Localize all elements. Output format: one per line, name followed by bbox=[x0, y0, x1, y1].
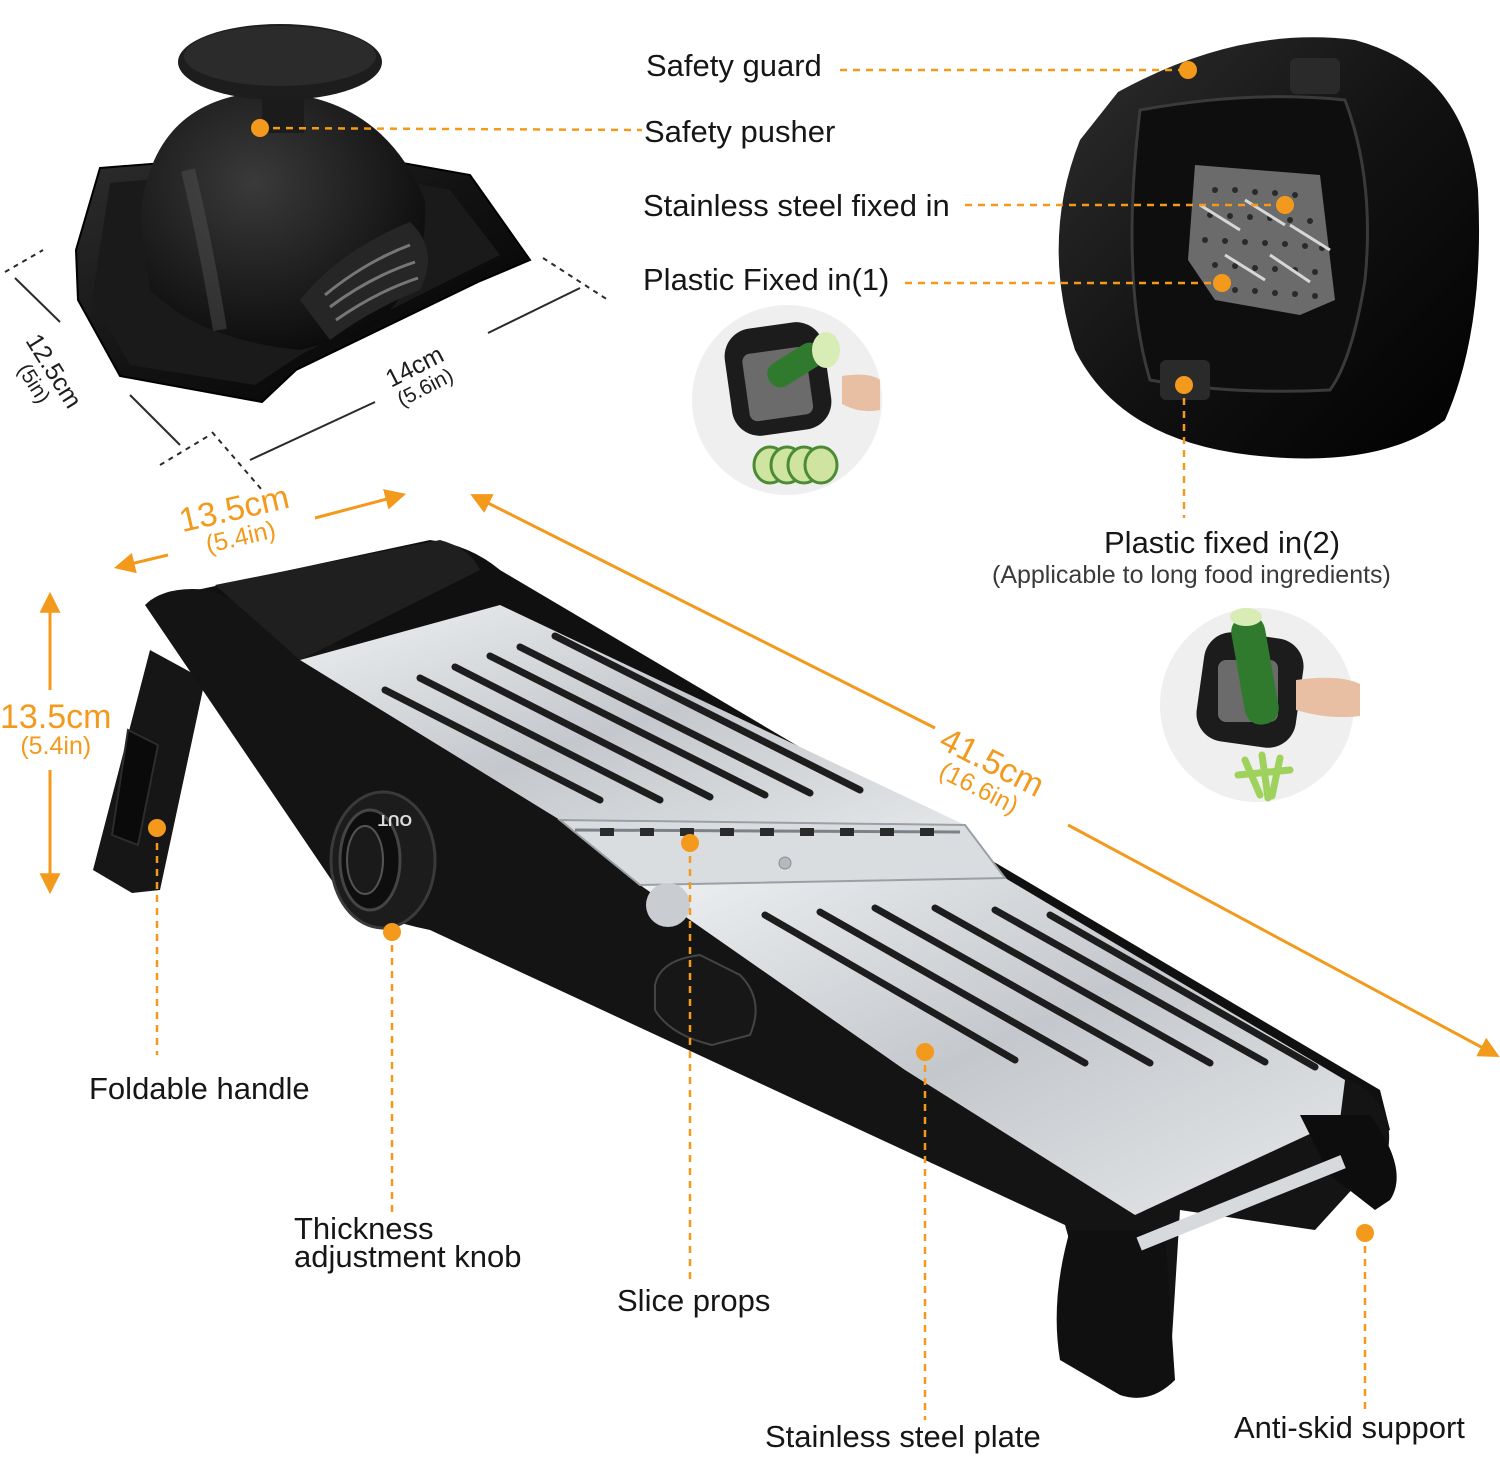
label-plastic-fixed-in-2-note: (Applicable to long food ingredients) bbox=[992, 561, 1391, 589]
dot-foldable-handle bbox=[148, 819, 166, 837]
dim-slicer-height-cm: 13.5cm bbox=[0, 698, 112, 736]
label-foldable-handle: Foldable handle bbox=[89, 1071, 310, 1106]
label-thickness-knob-line1: Thickness bbox=[294, 1211, 434, 1246]
pusher-stem bbox=[262, 95, 304, 133]
inset-plastic-fixed-in-1 bbox=[692, 305, 882, 495]
pusher-grip-line-1 bbox=[324, 243, 411, 297]
dot-plastic-fixed-in-1 bbox=[1213, 274, 1231, 292]
dot-safety-pusher bbox=[251, 119, 269, 137]
pusher-dome-highlight bbox=[181, 168, 227, 332]
dot-slice-props bbox=[681, 834, 699, 852]
dot-stainless-plate bbox=[916, 1043, 934, 1061]
anti-skid-leg-left bbox=[1056, 1230, 1175, 1398]
guard-top-clip bbox=[1290, 58, 1340, 94]
label-safety-guard: Safety guard bbox=[646, 48, 822, 83]
upper-plate-slots bbox=[381, 632, 864, 804]
dot-stainless-fixed-in bbox=[1276, 196, 1294, 214]
leader-lines bbox=[155, 68, 1367, 1420]
dim-slicer-height-in: (5.4in) bbox=[20, 732, 92, 760]
cucumber-strips bbox=[1234, 751, 1294, 802]
slicer-top-rail bbox=[215, 540, 480, 660]
slicer-body bbox=[145, 589, 1390, 1393]
label-stainless-fixed-in: Stainless steel fixed in bbox=[643, 188, 950, 223]
anti-skid-leg-right bbox=[1300, 1115, 1397, 1210]
dot-thickness-knob bbox=[383, 923, 401, 941]
blade-teeth bbox=[600, 828, 934, 836]
lower-plate-slots bbox=[761, 904, 1319, 1071]
slicer-dimension-arrows bbox=[39, 489, 1500, 1057]
inset-plastic-fixed-in-2 bbox=[1160, 608, 1360, 802]
dot-plastic-fixed-in-2 bbox=[1175, 376, 1193, 394]
slicer-blade bbox=[557, 818, 1007, 887]
label-slice-props: Slice props bbox=[617, 1283, 771, 1318]
cucumber-slices bbox=[752, 445, 839, 485]
pusher-dimension-lines bbox=[4, 249, 609, 491]
mandoline-slicer-illustration: OUT bbox=[93, 540, 1397, 1398]
knob-out-text: OUT bbox=[378, 811, 412, 828]
safety-pusher-illustration bbox=[74, 24, 532, 404]
pusher-grip-line-2 bbox=[329, 260, 416, 309]
label-plastic-fixed-in-1: Plastic Fixed in(1) bbox=[643, 262, 890, 297]
pusher-grip-line-3 bbox=[335, 276, 419, 322]
label-safety-pusher: Safety pusher bbox=[644, 114, 836, 149]
dot-anti-skid bbox=[1356, 1224, 1374, 1242]
label-plastic-fixed-in-2: Plastic fixed in(2) bbox=[1104, 525, 1341, 560]
slider-knob bbox=[654, 953, 757, 1047]
pusher-knob-shade bbox=[184, 26, 376, 86]
label-stainless-plate: Stainless steel plate bbox=[765, 1419, 1041, 1454]
dot-safety-guard bbox=[1179, 61, 1197, 79]
safety-guard-illustration bbox=[1058, 37, 1480, 459]
label-thickness-knob-line2: adjustment knob bbox=[294, 1239, 522, 1274]
guard-mesh-holes bbox=[1202, 187, 1325, 299]
callout-dots bbox=[148, 61, 1374, 1242]
label-anti-skid: Anti-skid support bbox=[1234, 1410, 1465, 1445]
upper-steel-plate bbox=[300, 605, 965, 840]
dim-slicer-height: 13.5cm (5.4in) bbox=[0, 700, 112, 759]
